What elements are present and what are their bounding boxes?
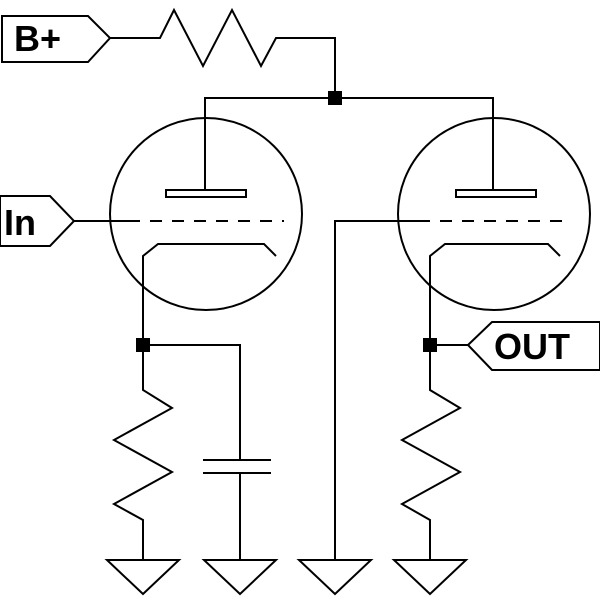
tube-1-plate xyxy=(165,189,247,198)
supply-flag-outline xyxy=(1,15,112,63)
supply-label: B+ xyxy=(14,18,61,59)
supply-flag: B+ xyxy=(1,15,112,63)
output-flag: OUT xyxy=(466,321,600,371)
plate-junction xyxy=(328,91,342,105)
tube-2-envelope xyxy=(397,117,591,311)
output-label: OUT xyxy=(494,326,570,367)
ground-symbol-2 xyxy=(201,559,279,596)
plate-bus xyxy=(204,97,494,190)
tube-1-envelope xyxy=(109,117,303,311)
plate-load-resistor xyxy=(110,7,336,98)
ground-symbol-1 xyxy=(104,559,182,596)
tube-2-plate xyxy=(455,189,537,198)
input-flag-outline xyxy=(0,195,76,247)
tube-1-cathode xyxy=(142,243,277,338)
input-label: In xyxy=(4,202,36,243)
tube-2 xyxy=(397,117,591,345)
ground-symbol-3 xyxy=(296,559,374,596)
tube-2-cathode xyxy=(429,243,561,345)
ground-symbol-4 xyxy=(391,559,469,596)
input-flag: In xyxy=(0,195,76,247)
output-flag-outline xyxy=(466,321,600,371)
cathode-resistor-2 xyxy=(399,345,463,560)
grid-2-ground-wire xyxy=(334,220,430,560)
tube-1 xyxy=(109,117,303,338)
cathode-resistor-1 xyxy=(111,345,175,560)
